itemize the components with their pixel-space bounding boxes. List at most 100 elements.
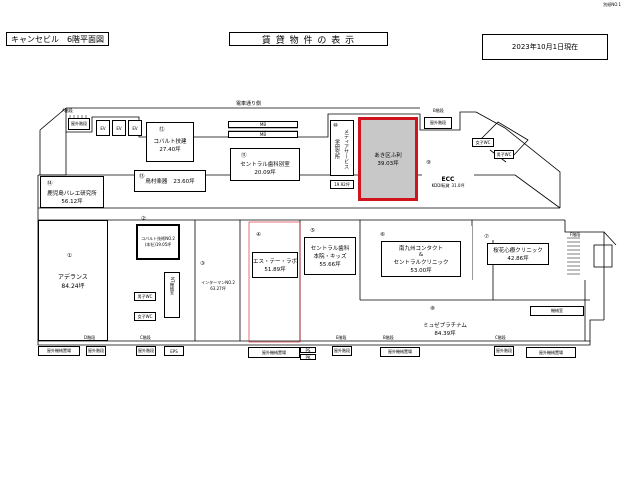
bottom-stairs-2: 屋外階段 [136, 346, 156, 356]
tenant-6-num: ⑥ [380, 232, 385, 238]
tenant-2[interactable]: ② コバルト技術NO.2 (本社)19.05坪 [136, 216, 180, 260]
upper-facility-2-label: MB [259, 132, 267, 137]
tenant-4[interactable]: ④ エス・テー・ラボ 51.89坪 [250, 230, 300, 340]
tenant-4-num: ④ [256, 232, 261, 238]
stairs-b-bottom-label: B階段 [383, 335, 394, 340]
tenant-6[interactable]: ⑥ 南九州コンタクト & セントラルクリニック 53.00坪 [370, 226, 472, 286]
tenant-5-name: セントラル歯科 [310, 246, 350, 252]
tenant-10-name: メディアサービス [343, 129, 349, 169]
stairs-c-label: C階段 [140, 335, 151, 340]
men-wc-top-label: 男子WC [496, 151, 512, 157]
tenant-7-label-box: 桜花心療クリニック 42.86坪 [487, 243, 549, 265]
outdoor-machine-1: 屋外機械置場 [38, 346, 80, 356]
page-reference: 別紙NO.1 [603, 2, 621, 7]
bottom-stairs-2-label: 屋外階段 [138, 348, 154, 353]
tenant-4-label-box: エス・テー・ラボ 51.89坪 [252, 252, 298, 278]
outdoor-machine-4: 屋外機械置場 [526, 347, 576, 358]
vacant-unit-area: 39.03坪 [377, 161, 399, 167]
tenant-3[interactable]: ③ インターマンNO.2 63.27坪 [196, 261, 240, 304]
tenant-5[interactable]: ⑤ セントラル歯科 本院・キッズ 55.66坪 [302, 226, 358, 286]
tenant-9-num: ⑨ [426, 160, 431, 166]
top-right-stairs-label: 屋外階段 [430, 120, 446, 125]
men-wc-mid: 男子WC [134, 292, 156, 301]
tenant-8-area: 84.39坪 [434, 331, 456, 337]
tenant-1-num: ① [67, 253, 72, 259]
tenant-3-name: インターマンNO.2 [201, 280, 235, 285]
tenant-11-name: セントラル歯科別室 [240, 161, 290, 168]
tenant-6-name: 南九州コンタクト [398, 246, 443, 252]
tenant-5-label-box: セントラル歯科 本院・キッズ 55.66坪 [304, 237, 356, 275]
elevator-1: EV [96, 120, 110, 136]
tenant-8-num: ⑧ [430, 306, 435, 312]
stairs-b-label: B階段 [433, 108, 444, 113]
tenant-11[interactable]: ⑪ セントラル歯科別室 20.09坪 [230, 148, 300, 181]
upper-facility-2: MB [228, 131, 298, 138]
nt-machine-room: NT機械室 [164, 272, 180, 318]
tenant-7-area: 42.86坪 [507, 256, 529, 262]
machine-room-right: 機械室 [530, 306, 584, 316]
stairs-c-bottom-label: C階段 [495, 335, 506, 340]
elevator-3: EV [128, 120, 142, 136]
women-wc-mid: 女子WC [134, 312, 156, 321]
outdoor-machine-4-label: 屋外機械置場 [539, 349, 563, 355]
outdoor-machine-2: 屋外機械置場 [248, 347, 300, 358]
elevator-1-label: EV [100, 125, 106, 131]
tenant-10[interactable]: ⑩ メディアサービス 学研究所 [330, 120, 354, 176]
tenant-14-name: 鹿児島バレエ研究所 [47, 191, 97, 197]
drawing-title: キャンセビル 6階平面図 [6, 32, 109, 46]
tenant-8[interactable]: ⑧ ミュゼプラチナム 84.39坪 [400, 306, 490, 340]
women-wc-top: 女子WC [472, 138, 494, 147]
tenant-1-area: 84.24坪 [61, 282, 85, 290]
stairs-e-label: E階段 [336, 335, 347, 340]
vacant-unit-name: あき区ふ利 [374, 153, 402, 159]
vacant-unit[interactable]: あき区ふ利 39.03坪 [358, 117, 418, 201]
bottom-stairs-3: 屋外階段 [332, 346, 352, 356]
page-title: 賃 貸 物 件 の 表 示 [229, 32, 388, 46]
eps-room: EPS [164, 346, 184, 356]
tenant-12-area: 27.40坪 [159, 147, 181, 153]
stairs-a: 屋外階段 [68, 118, 90, 130]
tenant-6-label-box: 南九州コンタクト & セントラルクリニック 53.00坪 [381, 241, 461, 277]
tenant-12-num: ⑫ [159, 127, 165, 133]
tenant-14[interactable]: ⑭ 鹿児島バレエ研究所 56.12坪 [40, 176, 104, 208]
outdoor-machine-3: 屋外機械置場 [380, 347, 420, 357]
bottom-stairs-4: 屋外階段 [494, 346, 514, 356]
tenant-13-name: 鳥村楽器 [145, 179, 168, 185]
men-wc-top: 男子WC [494, 150, 514, 159]
street-label: 電車通り側 [236, 101, 262, 107]
tenant-10-area: 19.92坪 [334, 181, 350, 187]
tenant-1-name: アデランス [58, 273, 88, 281]
elevator-2-label: EV [116, 125, 122, 131]
stairs-d-label: D階段 [84, 335, 96, 340]
women-wc-mid-label: 女子WC [137, 313, 153, 319]
bottom-stairs-1: 屋外階段 [86, 346, 106, 356]
ps-room: PS [300, 347, 316, 353]
bottom-stairs-1-label: 屋外階段 [88, 348, 104, 353]
stairs-f-label: F階段 [570, 232, 581, 237]
pk-room-label: PK [305, 354, 311, 360]
machine-room-right-label: 機械室 [551, 308, 563, 313]
bottom-stairs-3-label: 屋外階段 [334, 348, 350, 353]
tenant-9-name2: KDDI転貸 [431, 182, 450, 188]
eps-room-label: EPS [170, 348, 178, 354]
tenant-9-name: ECC [441, 175, 455, 183]
tenant-13-area: 23.60坪 [173, 179, 195, 185]
tenant-12[interactable]: ⑫ コバルト技建 27.40坪 [146, 122, 194, 162]
tenant-14-num: ⑭ [47, 181, 53, 187]
tenant-5-name2: 本院・キッズ [313, 254, 347, 260]
tenant-12-name: コバルト技建 [153, 139, 187, 145]
elevator-3-label: EV [132, 125, 138, 131]
tenant-3-num: ③ [200, 261, 205, 267]
tenant-11-area: 20.09坪 [254, 169, 276, 176]
tenant-7-num: ⑦ [484, 234, 489, 240]
tenant-9-area: 31.0坪 [451, 182, 465, 188]
tenant-5-num: ⑤ [310, 228, 315, 234]
tenant-3-area: 63.27坪 [210, 286, 226, 291]
upper-facility-1-label: MB [259, 122, 267, 127]
tenant-7[interactable]: ⑦ 桜花心療クリニック 42.86坪 [482, 234, 554, 274]
outdoor-machine-3-label: 屋外機械置場 [388, 349, 412, 354]
upper-facility-1: MB [228, 121, 298, 128]
tenant-1[interactable]: ① アデランス 84.24坪 [38, 220, 108, 341]
